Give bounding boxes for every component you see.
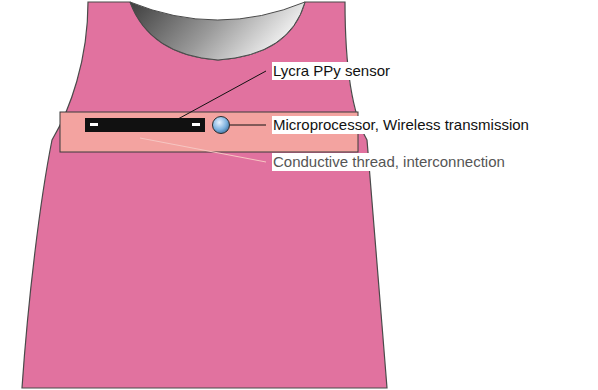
shirt-back-neck (130, 2, 305, 60)
sensor-terminal (90, 123, 98, 126)
sensor-terminal (192, 123, 200, 126)
leader-line (178, 71, 266, 119)
microprocessor (213, 117, 230, 134)
shirt-body (22, 2, 387, 388)
leader-line (230, 125, 266, 126)
sensor-strip (85, 118, 205, 132)
leader-line (140, 138, 266, 162)
callout-label: Conductive thread, interconnection (272, 153, 506, 171)
callout-label: Lycra PPy sensor (272, 62, 391, 80)
callout-label: Microprocessor, Wireless transmission (272, 116, 530, 134)
